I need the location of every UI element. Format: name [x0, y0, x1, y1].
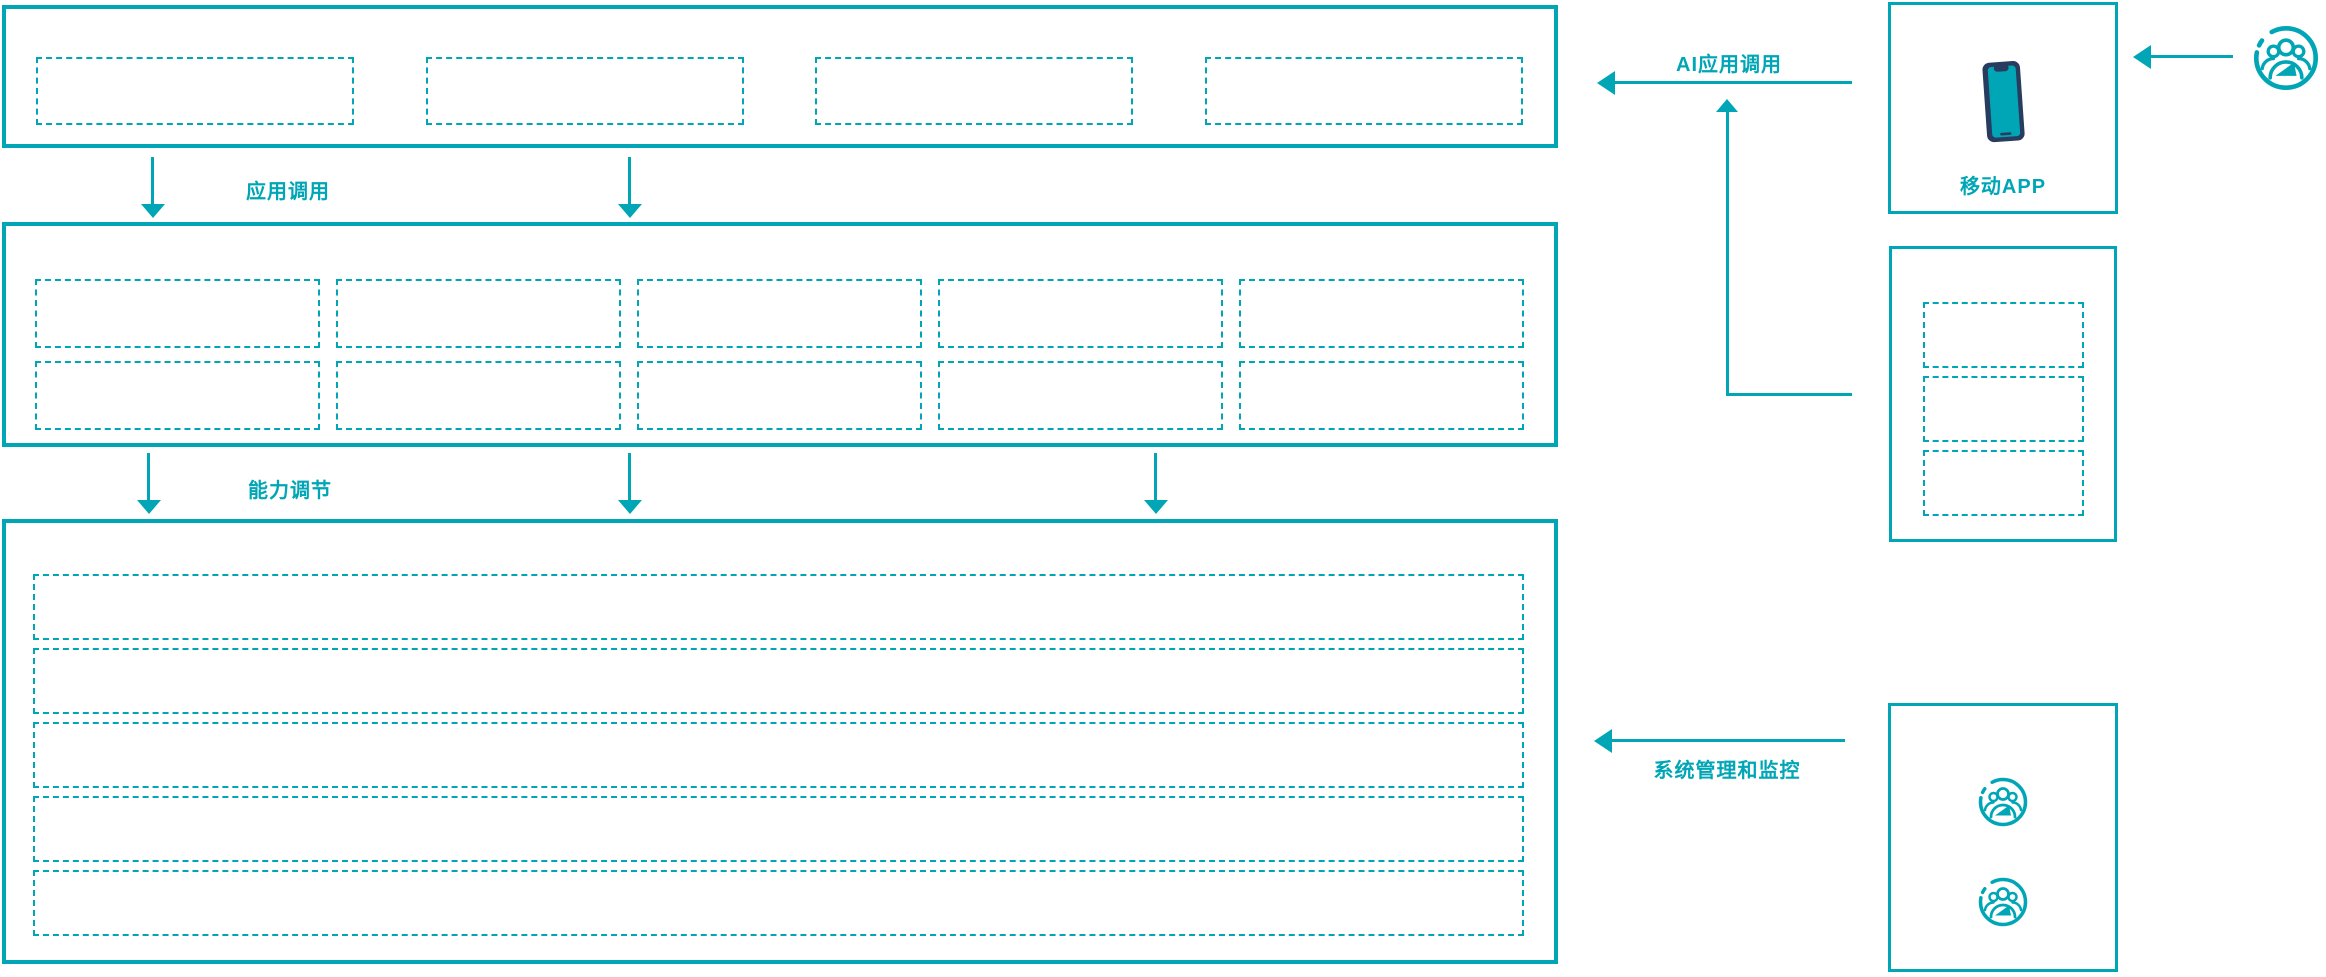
bottom-panel [2, 519, 1558, 964]
capability-adjust-label: 能力调节 [248, 480, 332, 502]
arrow-head-icon [618, 204, 642, 218]
arrow-line [1613, 81, 1852, 84]
monitor-box [1888, 703, 2118, 972]
team-icon [1978, 777, 2028, 827]
placeholder-box [1239, 361, 1524, 430]
placeholder-box [637, 361, 922, 430]
arrow-shaft [628, 453, 631, 500]
top-panel [2, 5, 1558, 148]
placeholder-box [1922, 376, 2084, 442]
placeholder-box [336, 361, 621, 430]
placeholder-box [1922, 450, 2084, 516]
arrow-head-icon [141, 204, 165, 218]
app-call-label: 应用调用 [246, 181, 330, 203]
arrow-shaft [628, 157, 631, 204]
right-middle-box [1889, 246, 2117, 542]
placeholder-box [938, 361, 1223, 430]
down-arrow [141, 157, 165, 219]
arrow-elbow-line [1726, 393, 1852, 396]
ai-app-call-label: AI应用调用 [1676, 54, 1782, 76]
top-placeholder-row [36, 57, 1523, 125]
arrow-shaft [147, 453, 150, 500]
down-arrow [618, 157, 642, 219]
arrow-head-icon [1594, 729, 1612, 753]
arrow-head-icon [1144, 500, 1168, 514]
team-icon [2253, 25, 2319, 91]
arrow-shaft [151, 157, 154, 204]
placeholder-box [35, 279, 320, 348]
placeholder-box [815, 57, 1134, 125]
arrow-line [1610, 739, 1845, 742]
placeholder-box [1204, 57, 1523, 125]
arrow-head-icon [618, 500, 642, 514]
right-placeholder-list [1892, 302, 2114, 516]
arrow-head-icon [1597, 71, 1615, 95]
ai-app-call-arrow [1597, 71, 1852, 95]
placeholder-box [33, 796, 1524, 862]
placeholder-box [637, 279, 922, 348]
down-arrow [137, 453, 161, 515]
arrow-line [2149, 55, 2233, 58]
placeholder-box [33, 648, 1524, 714]
placeholder-box [33, 574, 1524, 640]
arrow-head-icon [137, 500, 161, 514]
arrow-shaft [1154, 453, 1157, 500]
team-icon [1978, 877, 2028, 927]
arrow-shaft [1726, 112, 1729, 396]
up-arrow-connector [1716, 99, 1852, 397]
middle-panel [2, 222, 1558, 447]
down-arrow [618, 453, 642, 515]
down-arrow [1144, 453, 1168, 515]
arrow-head-icon [1716, 99, 1738, 112]
placeholder-box [35, 361, 320, 430]
mobile-app-label: 移动APP [1959, 176, 2047, 198]
placeholder-box [33, 722, 1524, 788]
user-to-app-arrow [2133, 45, 2233, 69]
placeholder-box [1239, 279, 1524, 348]
system-monitor-label: 系统管理和监控 [1653, 760, 1801, 782]
system-monitor-arrow [1594, 729, 1845, 753]
smartphone-icon [1980, 58, 2028, 147]
arrow-head-icon [2133, 45, 2151, 69]
placeholder-box [36, 57, 354, 125]
placeholder-box [425, 57, 744, 125]
placeholder-box [1922, 302, 2084, 368]
placeholder-box [938, 279, 1223, 348]
mobile-app-box [1888, 2, 2118, 214]
placeholder-box [336, 279, 621, 348]
placeholder-box [33, 870, 1524, 936]
